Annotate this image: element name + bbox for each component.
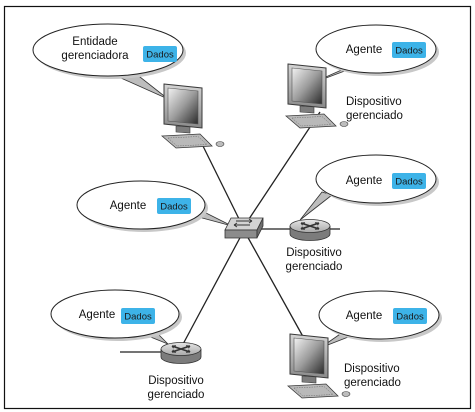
callout-bubble (315, 154, 437, 204)
link-manager-switch (199, 139, 244, 228)
data-badge-label: Dados (160, 202, 188, 213)
device-label-right-router: Dispositivo gerenciado (286, 247, 343, 273)
device-line2: gerenciado (148, 389, 205, 401)
callout-agent-bottom-left: Agente Dados (50, 289, 182, 345)
agent-label: Agente (110, 200, 146, 212)
data-badge-label: Dados (395, 177, 423, 188)
device-label-bottom-right: Dispositivo gerenciado (344, 363, 401, 389)
callout-bubble (50, 289, 180, 339)
manager-line1: Entidade (72, 36, 117, 48)
agent-label: Agente (79, 309, 115, 321)
callout-bubble (318, 290, 440, 340)
callout-agent-top-right: Agente Dados (309, 24, 439, 85)
device-line2: gerenciado (346, 110, 403, 122)
device-line1: Dispositivo (148, 375, 204, 387)
link-switch-bottom-right-pc (245, 233, 307, 343)
device-label-bottom-left: Dispositivo gerenciado (148, 375, 205, 401)
switch-icon (224, 217, 264, 239)
callout-bubble (32, 23, 184, 77)
callout-agent-switch: Agente Dados (76, 180, 233, 232)
callout-bubble (76, 180, 206, 230)
manager-line2: gerenciadora (61, 50, 129, 62)
callout-agent-right-router: Agente Dados (299, 154, 439, 221)
device-label-top-right: Dispositivo gerenciado (346, 96, 403, 122)
device-line1: Dispositivo (286, 247, 342, 259)
router-icon (160, 341, 202, 365)
data-badge-label: Dados (146, 50, 174, 61)
callout-manager: Entidade gerenciadora Dados (32, 23, 186, 100)
data-badge-label: Dados (124, 312, 152, 323)
link-switch-bottom-left-router (181, 233, 243, 347)
data-badge-label: Dados (396, 312, 424, 323)
callout-bubble (315, 24, 437, 74)
agent-label: Agente (346, 175, 382, 187)
callout-agent-bottom-right: Agente Dados (318, 290, 442, 349)
link-switch-top-right-pc (244, 111, 321, 226)
data-badge-label: Dados (395, 46, 423, 57)
network-links (120, 111, 340, 353)
device-line2: gerenciado (286, 261, 343, 273)
device-line1: Dispositivo (344, 363, 400, 375)
device-line2: gerenciado (344, 377, 401, 389)
agent-label: Agente (346, 44, 382, 56)
device-line1: Dispositivo (346, 96, 402, 108)
router-icon (289, 218, 331, 242)
agent-label: Agente (346, 310, 382, 322)
